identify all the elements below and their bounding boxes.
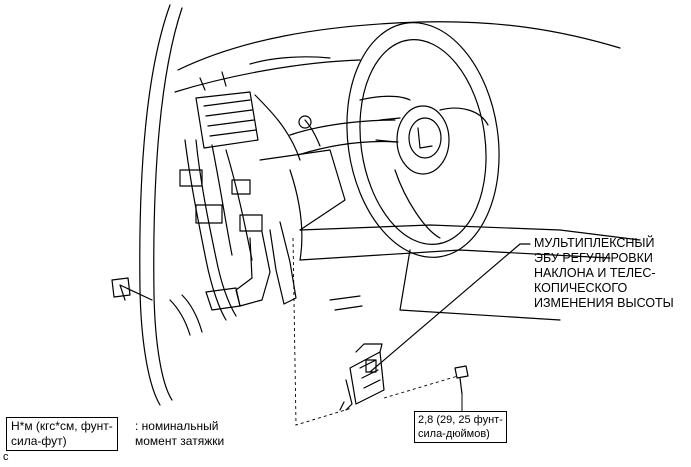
callout-line: НАКЛОНА И ТЕЛЕС- bbox=[534, 266, 656, 280]
legend-description-line: : номинальный bbox=[135, 419, 219, 433]
legend-box-line: сила-фут) bbox=[11, 434, 67, 448]
ecu-module bbox=[339, 343, 385, 411]
legend-box-line: Н*м (кгс*см, фунт- bbox=[11, 419, 113, 433]
torque-spec-line: 2,8 (29, 25 фунт- bbox=[418, 414, 503, 426]
torque-spec-box: 2,8 (29, 25 фунт- сила-дюймов) bbox=[414, 411, 507, 443]
steering-wheel bbox=[346, 22, 500, 258]
dashboard-contour bbox=[174, 21, 621, 93]
bolt bbox=[454, 365, 469, 395]
legend-description-line: момент затяжки bbox=[135, 434, 225, 448]
torque-spec-line: сила-дюймов) bbox=[418, 428, 490, 440]
steering-column bbox=[289, 115, 399, 156]
bolt-guide-line bbox=[383, 375, 459, 399]
torque-legend-description: : номинальный момент затяжки bbox=[135, 419, 224, 449]
pedals bbox=[205, 221, 297, 311]
install-guide-line bbox=[292, 237, 353, 426]
callout-line: КОПИЧЕСКОГО bbox=[534, 281, 628, 295]
callout-leader-line bbox=[369, 243, 531, 373]
torque-legend-box: Н*м (кгс*см, фунт- сила-фут) bbox=[6, 417, 118, 451]
wiring-harness bbox=[169, 139, 263, 336]
steering-hub bbox=[396, 105, 450, 175]
callout-line: ЭБУ РЕГУЛИРОВКИ bbox=[534, 251, 653, 265]
air-vent bbox=[195, 91, 259, 149]
ecu-callout-label: МУЛЬТИПЛЕКСНЫЙ ЭБУ РЕГУЛИРОВКИ НАКЛОНА И… bbox=[534, 236, 674, 311]
lower-dash bbox=[254, 94, 641, 321]
callout-line: МУЛЬТИПЛЕКСНЫЙ bbox=[534, 236, 655, 250]
figure-code: c bbox=[3, 451, 9, 463]
callout-line: ИЗМЕНЕНИЯ ВЫСОТЫ bbox=[534, 296, 674, 310]
door-frame bbox=[111, 4, 183, 406]
